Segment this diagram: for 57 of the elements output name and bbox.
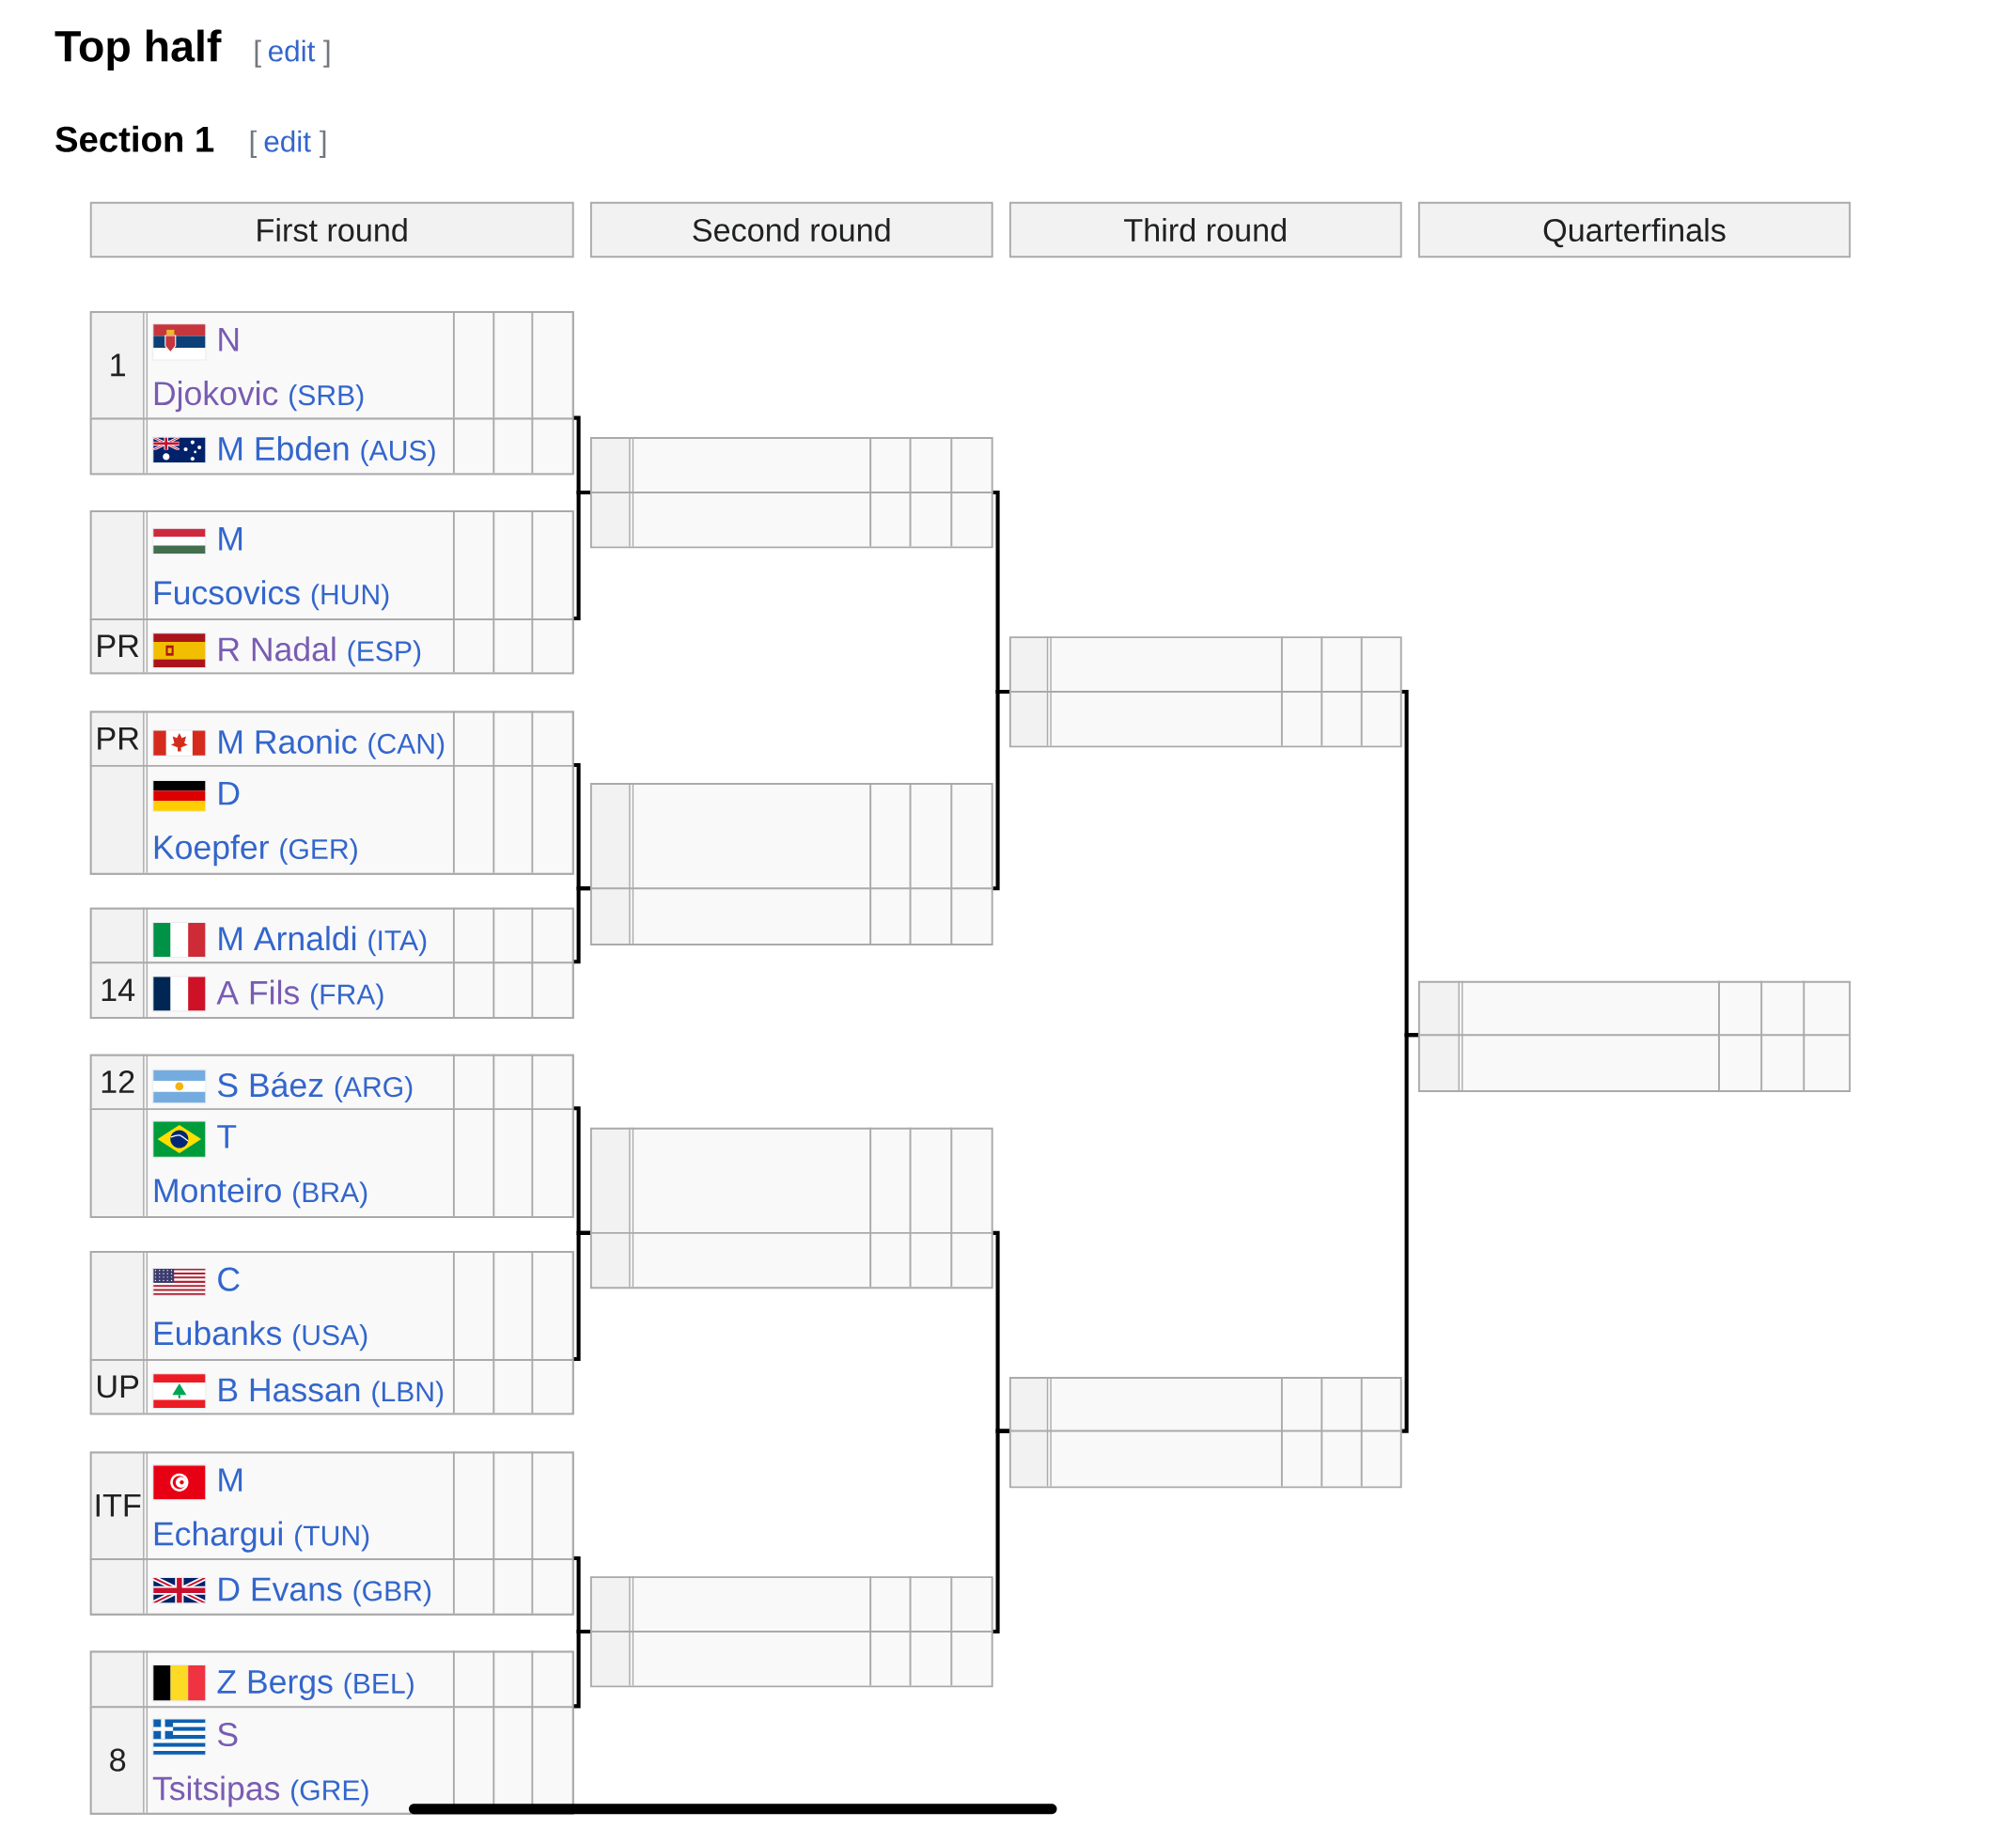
seed-number: PR [98, 727, 139, 750]
player-initial: D [219, 781, 240, 805]
player-name: Z Bergs (BEL) [217, 1670, 414, 1700]
player-initial: T [217, 1125, 237, 1148]
match-table [588, 436, 993, 549]
player-name: Fucsovics (HUN) [154, 580, 389, 611]
match-table [588, 782, 993, 945]
bracket-line [573, 1629, 590, 1709]
match-table [1416, 979, 1852, 1092]
player-name: S Báez (ARG) [218, 1071, 413, 1102]
seed-number: 1 [111, 353, 125, 376]
bracket-line [573, 886, 590, 964]
match-table [588, 1575, 993, 1688]
seed-number: ITF [96, 1493, 141, 1517]
bracket-line [992, 689, 1009, 891]
player-name: M Raonic (CAN) [219, 728, 445, 759]
edit-link: edit [269, 39, 316, 62]
round-header: Second round [589, 201, 993, 258]
player-name: Tsitsipas (GRE) [152, 1775, 368, 1807]
player-name: Echargui (TUN) [154, 1521, 369, 1553]
player-initial: M [219, 526, 242, 551]
player-initial: N [219, 327, 239, 352]
player-name: Djokovic (SRB) [154, 381, 364, 413]
round-header: Quarterfinals [1417, 201, 1852, 258]
player-name: Eubanks (USA) [154, 1320, 367, 1351]
bracket-line [992, 1429, 1009, 1633]
match-table [1008, 1376, 1402, 1489]
round-header: Third round [1008, 201, 1402, 258]
edit-bracket: ] [323, 39, 330, 68]
seed-number: 12 [102, 1070, 134, 1093]
player-name: D Evans (GBR) [219, 1577, 431, 1607]
player-initial: M [219, 1468, 242, 1492]
round-header: First round [89, 201, 574, 258]
match-table [588, 1126, 993, 1289]
edit-bracket: [ [250, 130, 258, 158]
player-name: M Arnaldi (ITA) [219, 926, 427, 957]
player-name: Koepfer (GER) [154, 834, 357, 867]
player-name: M Ebden (AUS) [219, 435, 435, 466]
player-initial: S [218, 1722, 238, 1746]
edit-bracket: ] [320, 130, 326, 158]
seed-number: PR [98, 634, 139, 657]
section-heading: Section 1 [55, 125, 214, 152]
page-heading: Top half [55, 29, 222, 70]
player-name: Monteiro (BRA) [154, 1178, 367, 1209]
player-name: A Fils (FRA) [216, 979, 383, 1010]
seed-number: 14 [102, 978, 135, 1001]
bracket-line [573, 490, 590, 620]
bracket-line [1401, 1033, 1418, 1433]
edit-bracket: [ [255, 39, 261, 68]
seed-number: 8 [110, 1748, 126, 1772]
edit-link: edit [264, 130, 311, 152]
player-initial: C [218, 1267, 240, 1291]
seed-number: UP [98, 1375, 139, 1398]
player-name: R Nadal (ESP) [219, 636, 421, 667]
bracket-line [573, 1230, 590, 1361]
match-table [1008, 635, 1402, 748]
player-name: B Hassan (LBN) [219, 1378, 444, 1408]
